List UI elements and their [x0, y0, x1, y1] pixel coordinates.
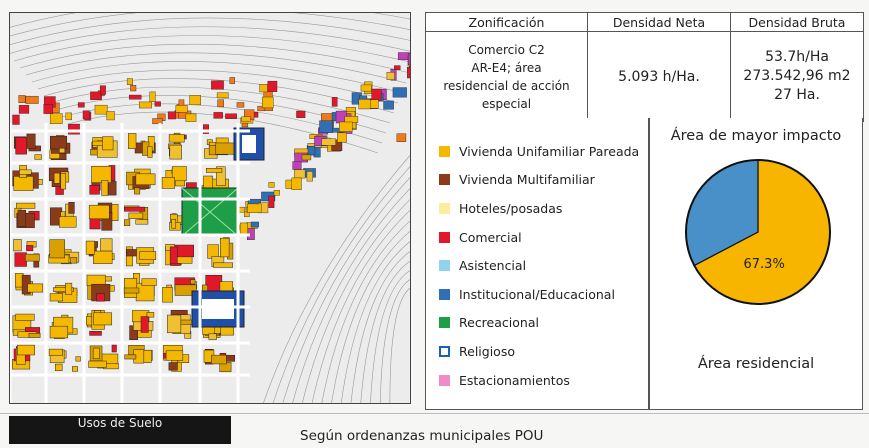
cell-zonificacion: Comercio C2 AR-E4; área residencial de a…: [425, 31, 588, 122]
legend-label: Recreacional: [459, 315, 539, 331]
legend-item: Hoteles/posadas: [439, 194, 648, 223]
zonificacion-line: residencial de acción: [443, 78, 570, 93]
zonificacion-line: especial: [481, 96, 532, 111]
map-streets: [10, 123, 250, 403]
legend-item: Estacionamientos: [439, 366, 648, 395]
legend-list: Vivienda Unifamiliar Pareada Vivienda Mu…: [426, 118, 648, 394]
pie-caption: Área residencial: [697, 356, 815, 372]
legend-swatch: [439, 202, 450, 214]
land-use-map: [9, 12, 411, 404]
legend-label: Vivienda Unifamiliar Pareada: [459, 143, 640, 159]
legend-swatch: [439, 345, 450, 357]
legend-label: Vivienda Multifamiliar: [459, 172, 595, 188]
legend-label: Estacionamientos: [459, 372, 570, 388]
legend-swatch: [439, 288, 450, 300]
cell-densidad-neta: 5.093 h/Ha.: [587, 31, 731, 122]
pie-panel: Área de mayor impacto 67.3% Área residen…: [649, 118, 863, 410]
cell-densidad-bruta: 53.7h/Ha 273.542,96 m2 27 Ha.: [730, 31, 864, 122]
legend-swatch: [439, 145, 450, 157]
legend-item: Institucional/Educacional: [439, 280, 648, 309]
legend-swatch: [439, 317, 450, 329]
legend-label: Institucional/Educacional: [459, 286, 615, 302]
divider: [0, 413, 869, 414]
map-drawing: [10, 13, 410, 403]
header-densidad-bruta: Densidad Bruta: [730, 12, 864, 32]
zonificacion-line: Comercio C2: [468, 42, 545, 57]
header-zonificacion: Zonificación: [425, 12, 588, 32]
footer-note: Según ordenanzas municipales POU: [300, 428, 544, 444]
zoning-table-header-row: Zonificación Densidad Neta Densidad Brut…: [425, 12, 864, 32]
zoning-table-row: Comercio C2 AR-E4; área residencial de a…: [425, 31, 864, 122]
header-densidad-neta: Densidad Neta: [587, 12, 731, 32]
legend-swatch: [439, 374, 450, 386]
zoning-table: Zonificación Densidad Neta Densidad Brut…: [425, 12, 864, 122]
legend-swatch: [439, 231, 450, 243]
legend-label: Comercial: [459, 229, 522, 245]
legend-label: Asistencial: [459, 258, 527, 274]
zonificacion-line: AR-E4; área: [471, 60, 542, 75]
legend-label: Religioso: [459, 343, 515, 359]
legend-item: Vivienda Multifamiliar: [439, 166, 648, 195]
map-city-blocks: [12, 52, 410, 373]
densidad-bruta-line: 53.7h/Ha: [765, 49, 829, 65]
pie-chart: 67.3%: [685, 159, 831, 305]
legend-label: Hoteles/posadas: [459, 200, 563, 216]
densidad-bruta-line: 27 Ha.: [774, 87, 820, 103]
legend-item: Asistencial: [439, 251, 648, 280]
pie-slice-label: 67.3%: [744, 257, 785, 272]
legend-item: Vivienda Unifamiliar Pareada: [439, 137, 648, 166]
legend-swatch: [439, 260, 450, 272]
pie-title: Área de mayor impacto: [670, 128, 842, 144]
map-contours: [10, 13, 410, 403]
densidad-bruta-line: 273.542,96 m2: [743, 68, 851, 84]
legend-panel: Vivienda Unifamiliar Pareada Vivienda Mu…: [425, 118, 649, 410]
legend-item: Comercial: [439, 223, 648, 252]
legend-swatch: [439, 174, 450, 186]
legend-item: Religioso: [439, 337, 648, 366]
legend-item: Recreacional: [439, 309, 648, 338]
map-caption: Usos de Suelo: [9, 416, 231, 444]
